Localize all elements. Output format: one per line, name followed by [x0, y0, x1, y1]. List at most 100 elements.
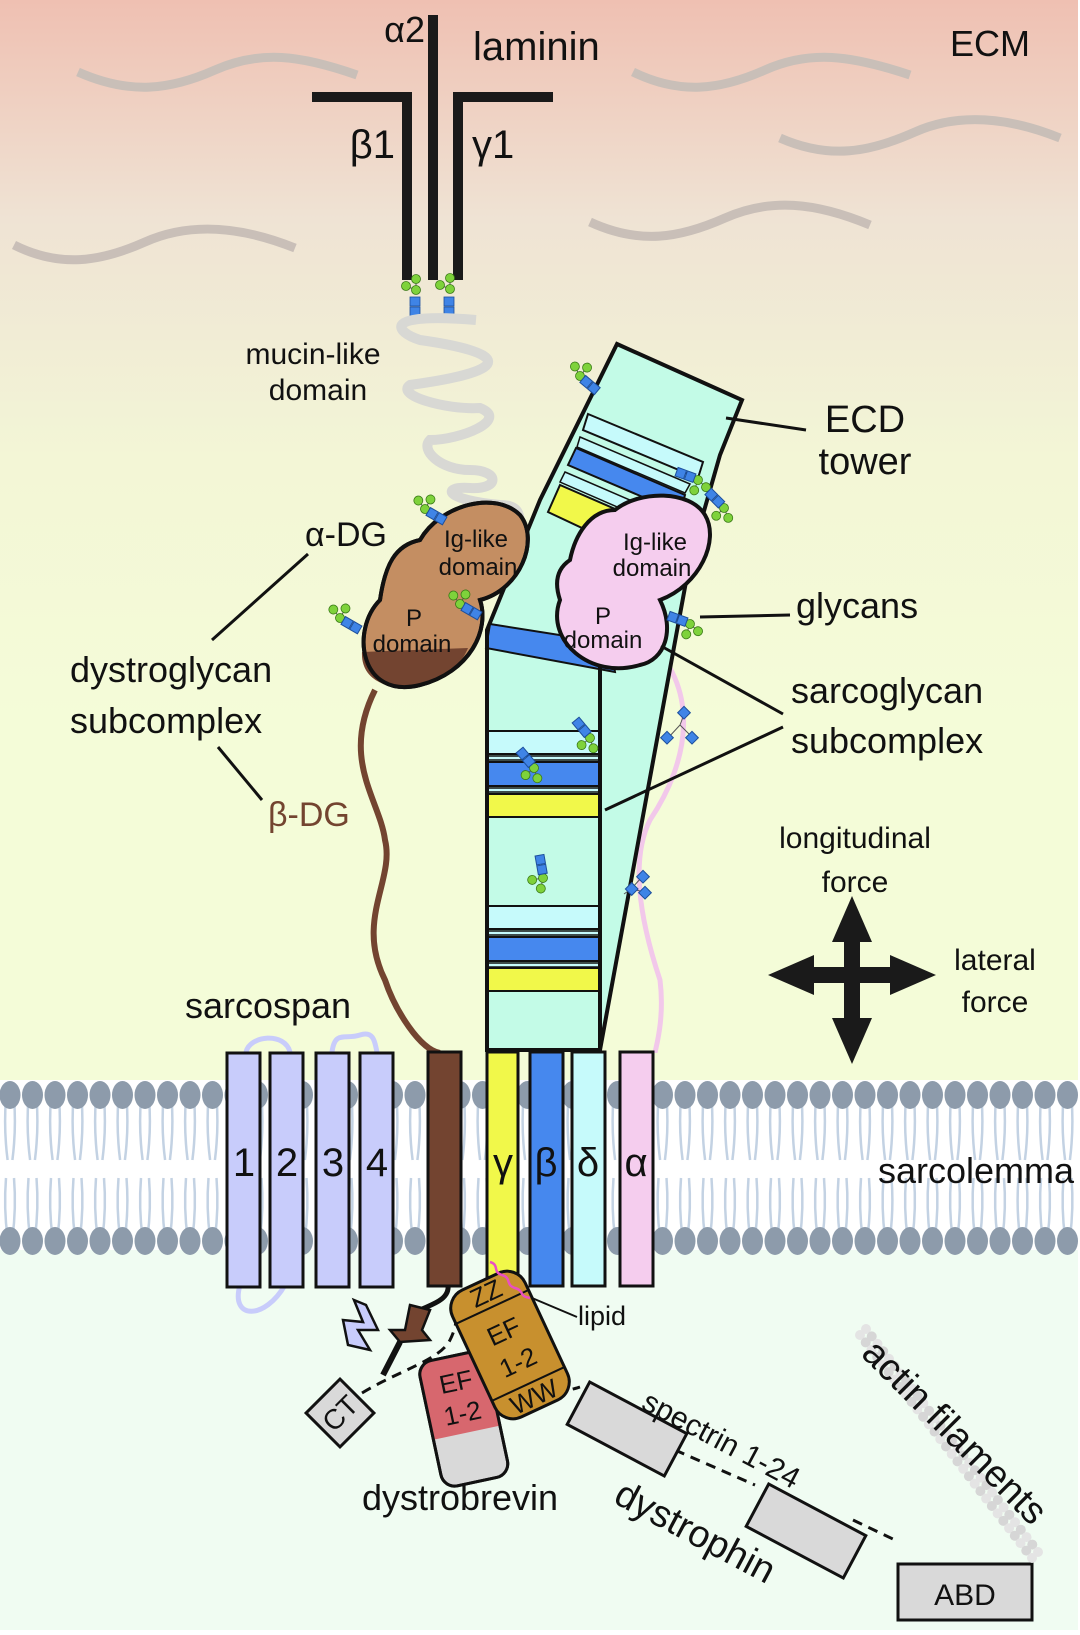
lipid-head: [832, 1227, 853, 1255]
lipid-head: [404, 1081, 426, 1109]
longitudinal-label-line1: longitudinal: [779, 822, 931, 855]
ecd-label-line1: ECD: [825, 399, 905, 441]
laminin-gamma1-label: γ1: [472, 123, 514, 167]
lipid-head: [134, 1081, 156, 1109]
spectrin-box: [565, 1379, 689, 1479]
sarcolemma-label: sarcolemma: [878, 1150, 1075, 1191]
ecm-fibers: [11, 52, 1062, 265]
lipid-anchor: [489, 1260, 531, 1300]
sg-ig-label-line1: Ig-like: [623, 529, 687, 556]
lipid-head: [809, 1081, 831, 1109]
lipid-head: [989, 1227, 1011, 1255]
sarcospan-segment-3: 3: [322, 1141, 344, 1185]
abd-label: ABD: [934, 1579, 996, 1612]
mucin-label-line2: domain: [269, 374, 367, 407]
lipid-head: [944, 1227, 966, 1255]
c-terminal-arrows: [341, 1284, 451, 1377]
lipid-leader: [531, 1297, 578, 1318]
lipid-head: [22, 1227, 43, 1255]
lipid-head: [967, 1081, 988, 1109]
sarcoglycan-ectodomain: Ig-like domain P domain: [555, 493, 712, 671]
laminin-alpha2-label: α2: [384, 9, 425, 50]
lipid-head: [1057, 1227, 1078, 1255]
lipid-head: [157, 1081, 178, 1109]
lipid-label: lipid: [578, 1301, 626, 1331]
alpha-dg-ig-label-line1: Ig-like: [444, 526, 508, 553]
actin-filament: [855, 1324, 1043, 1563]
lipid-head: [652, 1227, 673, 1255]
dg-subcomplex-label-line2: subcomplex: [70, 700, 262, 741]
sg-gamma-label: γ: [493, 1141, 513, 1185]
lipid-head: [134, 1227, 156, 1255]
lipid-head: [44, 1227, 66, 1255]
laminin: α2 laminin β1 γ1: [312, 9, 600, 317]
alpha-dg-p-label-line1: P: [406, 605, 422, 632]
lipid-head: [112, 1081, 133, 1109]
lipid-head: [697, 1227, 718, 1255]
sg-beta-label: β: [534, 1141, 557, 1185]
lipid-head: [697, 1081, 718, 1109]
o-glycan-icon: [623, 869, 653, 900]
lipid-head: [674, 1227, 696, 1255]
lipid-head: [742, 1227, 763, 1255]
lipid-head: [22, 1081, 43, 1109]
glycans-label: glycans: [796, 585, 918, 626]
ecm-label: ECM: [950, 23, 1030, 64]
lipid-head: [742, 1081, 763, 1109]
lipid-head: [809, 1227, 831, 1255]
lipid-head: [899, 1081, 921, 1109]
sg-subcomplex-label-line1: sarcoglycan: [791, 670, 983, 711]
laminin-beta1-label: β1: [350, 123, 395, 167]
lipid-head: [922, 1227, 943, 1255]
alpha-dg-ig-label-line2: domain: [439, 554, 518, 581]
lipid-head: [0, 1081, 21, 1109]
sg-delta-label: δ: [577, 1141, 599, 1185]
alpha-dg: Ig-like domain P domain: [361, 500, 530, 689]
dystrobrevin-label: dystrobrevin: [362, 1477, 558, 1518]
sarcospan-segment-1: 1: [233, 1141, 255, 1185]
lipid-head: [944, 1081, 966, 1109]
sg-ig-label-line2: domain: [613, 555, 692, 582]
lipid-head: [877, 1227, 898, 1255]
dystrophin-zz-ef-ww: ZZ EF 1-2 WW: [449, 1269, 571, 1421]
mucin-label-line1: mucin-like: [245, 338, 380, 371]
sg-p-label-line1: P: [595, 603, 611, 630]
sarcoglycan-transmembrane: γ β δ α: [485, 1050, 655, 1288]
lipid-head: [44, 1081, 66, 1109]
lipid-head: [1012, 1081, 1033, 1109]
laminin-beta1-chain: [312, 92, 412, 280]
sarcospan-segments: 1 2 3 4: [225, 1051, 395, 1289]
lipid-head: [202, 1081, 223, 1109]
lipid-head: [157, 1227, 178, 1255]
lipid-head: [877, 1081, 898, 1109]
dystrobrevin-ef-line1: EF: [437, 1364, 476, 1400]
lipid-head: [89, 1081, 111, 1109]
sarcospan-loops: [235, 1031, 380, 1314]
glycan-icons: [324, 354, 738, 900]
lipid-head: [899, 1227, 921, 1255]
laminin-title: laminin: [473, 25, 600, 69]
beta-dg-transmembrane: [426, 1050, 463, 1288]
sarcospan-segment-4: 4: [366, 1141, 388, 1185]
lipid-head: [854, 1081, 876, 1109]
alpha-dg-label: α-DG: [305, 516, 387, 554]
laminin-alpha2-chain: [428, 15, 438, 280]
beta-dg-label: β-DG: [268, 796, 350, 834]
dg-subcomplex-label-line1: dystroglycan: [70, 649, 272, 690]
lipid-head: [674, 1081, 696, 1109]
lateral-label-line2: force: [962, 986, 1029, 1019]
ecd-label-line2: tower: [819, 441, 912, 483]
lateral-label-line1: lateral: [954, 944, 1036, 977]
sg-alpha-label: α: [624, 1141, 647, 1185]
lipid-head: [967, 1227, 988, 1255]
beta-dg-linker: [357, 688, 441, 1056]
lipid-head: [764, 1081, 786, 1109]
lipid-head: [1057, 1081, 1078, 1109]
lipid-head: [112, 1227, 133, 1255]
lipid-head: [719, 1227, 741, 1255]
alpha-dg-p-label-line2: domain: [373, 631, 452, 658]
lipid-head: [989, 1081, 1011, 1109]
lipid-head: [854, 1227, 876, 1255]
lipid-head: [832, 1081, 853, 1109]
